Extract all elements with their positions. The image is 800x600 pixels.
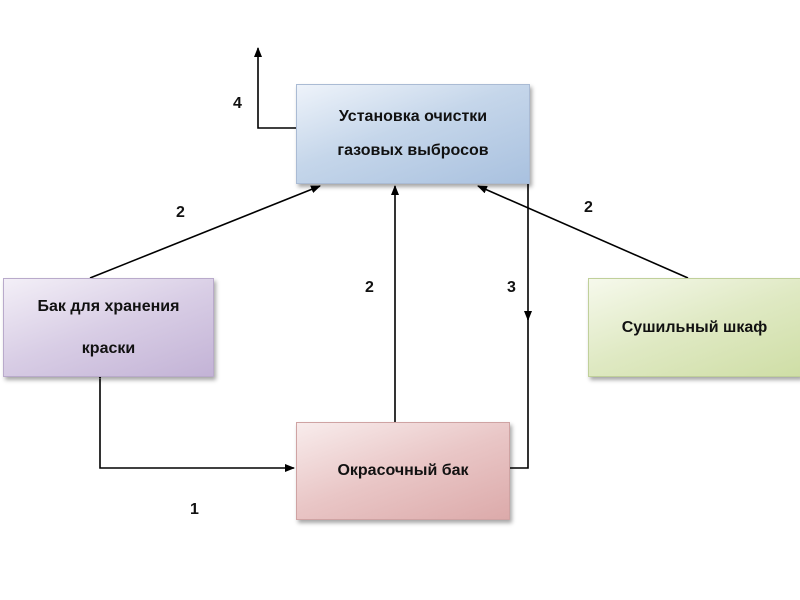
edge-label-exhaust: 4 (233, 95, 242, 112)
edge-label-dryer-to-cleaning: 2 (584, 199, 593, 216)
node-paint-storage-line1: Бак для хранения (37, 297, 180, 315)
node-paint-tank: Окрасочный бак (296, 422, 510, 520)
edge-label-storage-tank: 1 (190, 501, 199, 518)
arrow-dryer-to-cleaning (477, 185, 689, 279)
line-cleaning-to-tank-lower (508, 318, 529, 469)
arrow-storage-to-cleaning (89, 185, 321, 279)
node-gas-cleaning: Установка очистки газовых выбросов (296, 84, 530, 184)
node-paint-tank-label: Окрасочный бак (337, 462, 469, 479)
node-drying-cabinet-label: Сушильный шкаф (621, 318, 768, 336)
node-paint-storage-line2: краски (81, 339, 136, 357)
edge-label-cleaning-to-tank: 3 (507, 279, 516, 296)
arrow-exhaust (254, 47, 296, 129)
node-gas-cleaning-line2: газовых выбросов (337, 142, 489, 159)
node-gas-cleaning-line1: Установка очистки (338, 108, 488, 125)
edge-label-storage-to-cleaning: 2 (176, 204, 185, 221)
arrow-storage-tank (96, 370, 295, 472)
node-paint-storage: Бак для хранения краски (3, 278, 214, 377)
node-drying-cabinet: Сушильный шкаф (588, 278, 800, 377)
edge-label-tank-to-cleaning: 2 (365, 279, 374, 296)
